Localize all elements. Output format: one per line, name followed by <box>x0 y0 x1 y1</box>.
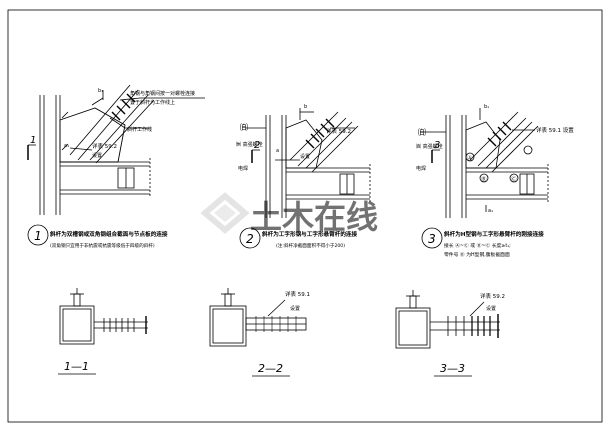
detail-3-ref: 详表 59.1 设置 <box>536 126 574 134</box>
section-3-3-drawing <box>395 290 500 349</box>
detail-1-title: 斜杆为双槽钢或双角钢组合截面与节点板的连接 <box>49 230 168 238</box>
detail-3-number-circle <box>421 227 443 249</box>
section-1-1-drawing <box>59 288 148 345</box>
section-2-2-ref: 详表 59.1 <box>285 290 310 298</box>
section-1-1-label: 1—1 <box>64 360 89 373</box>
detail-2-label-a: a <box>276 148 279 154</box>
detail-2-circle-a: ㉂ <box>240 122 248 132</box>
detail-1-note-top-2: 置于斜杆为工作线上 <box>130 99 175 106</box>
detail-1 <box>27 84 205 215</box>
sheet-border <box>7 9 603 423</box>
detail-3-bolt-sub: 电焊 <box>416 165 426 172</box>
detail-1-ref: 详表 59.2 <box>92 142 117 150</box>
detail-3-label-a: a₁ <box>488 208 493 214</box>
detail-2 <box>246 108 371 218</box>
detail-2-label-b: b <box>304 104 307 110</box>
detail-2-ref: 详表 59.2 <box>326 127 351 135</box>
detail-3-circle-c: Ⓑ <box>481 175 487 183</box>
watermark-logo-icon <box>200 192 250 234</box>
section-3-3-ref: 详表 59.2 <box>480 292 505 300</box>
detail-2-number-circle <box>239 227 261 249</box>
detail-3-note-2: 零件号 Ⓑ 为H型钢,腹板截面面 <box>444 251 510 258</box>
section-3-3-ref-sub: 设置 <box>486 305 496 312</box>
detail-3-circle-b: Ⓐ <box>467 154 473 162</box>
watermark: 土木在线 <box>200 192 378 236</box>
detail-3-section-mark: 3 <box>434 140 440 151</box>
section-2-2-ref-sub: 设置 <box>290 305 300 312</box>
detail-2-ref-sub: 设置 <box>300 153 310 160</box>
detail-1-note-mid: 斜杆工作线 <box>127 126 152 133</box>
detail-1-section-mark: 1 <box>30 135 36 146</box>
detail-1-note-top-1: 角钢与角钢间按一对螺栓连接 <box>130 90 195 97</box>
detail-1-ref-sub: 设置 <box>92 152 102 159</box>
detail-2-bolt-label: ㉁ 高强螺栓 <box>236 141 263 148</box>
detail-3 <box>424 108 549 218</box>
detail-3-label-b: b₁ <box>484 104 489 110</box>
detail-3-title: 斜杆为H型钢与工字形悬臂杆的刚接连接 <box>443 230 544 238</box>
detail-3-circle-a: ㉂ <box>418 127 426 137</box>
detail-2-section-mark: 2 <box>254 140 260 151</box>
detail-3-circle-d: Ⓒ <box>511 175 517 183</box>
detail-3-number: 3 <box>428 232 436 246</box>
detail-1-note: (双角钢只宜用于非抗震或抗震等级低于四级的斜杆) <box>50 242 155 249</box>
section-2-2-label: 2—2 <box>258 362 283 375</box>
detail-2-title: 斜杆为工字形钢与工字形悬臂杆的连接 <box>261 230 358 238</box>
detail-1-number-circle <box>27 224 49 246</box>
detail-1-label-a: a₁ <box>64 143 69 149</box>
detail-2-bolt-sub: 电焊 <box>238 165 248 172</box>
detail-1-number: 1 <box>34 229 42 243</box>
section-2-2-drawing <box>209 288 307 347</box>
section-3-3-label: 3—3 <box>440 362 465 375</box>
detail-1-label-b: b₁ <box>98 88 103 94</box>
detail-3-bolt-label: ㉂ 高强螺栓 <box>416 143 443 150</box>
watermark-text: 土木在线 <box>250 198 378 236</box>
detail-2-note: (注:斜杆净截面面积不得小于200) <box>276 242 345 249</box>
detail-2-number: 2 <box>246 232 254 246</box>
detail-3-note-1: 接长 Ⓐ~Ⓒ 或 Ⓑ~Ⓒ 长度≥t₁; <box>444 242 511 249</box>
